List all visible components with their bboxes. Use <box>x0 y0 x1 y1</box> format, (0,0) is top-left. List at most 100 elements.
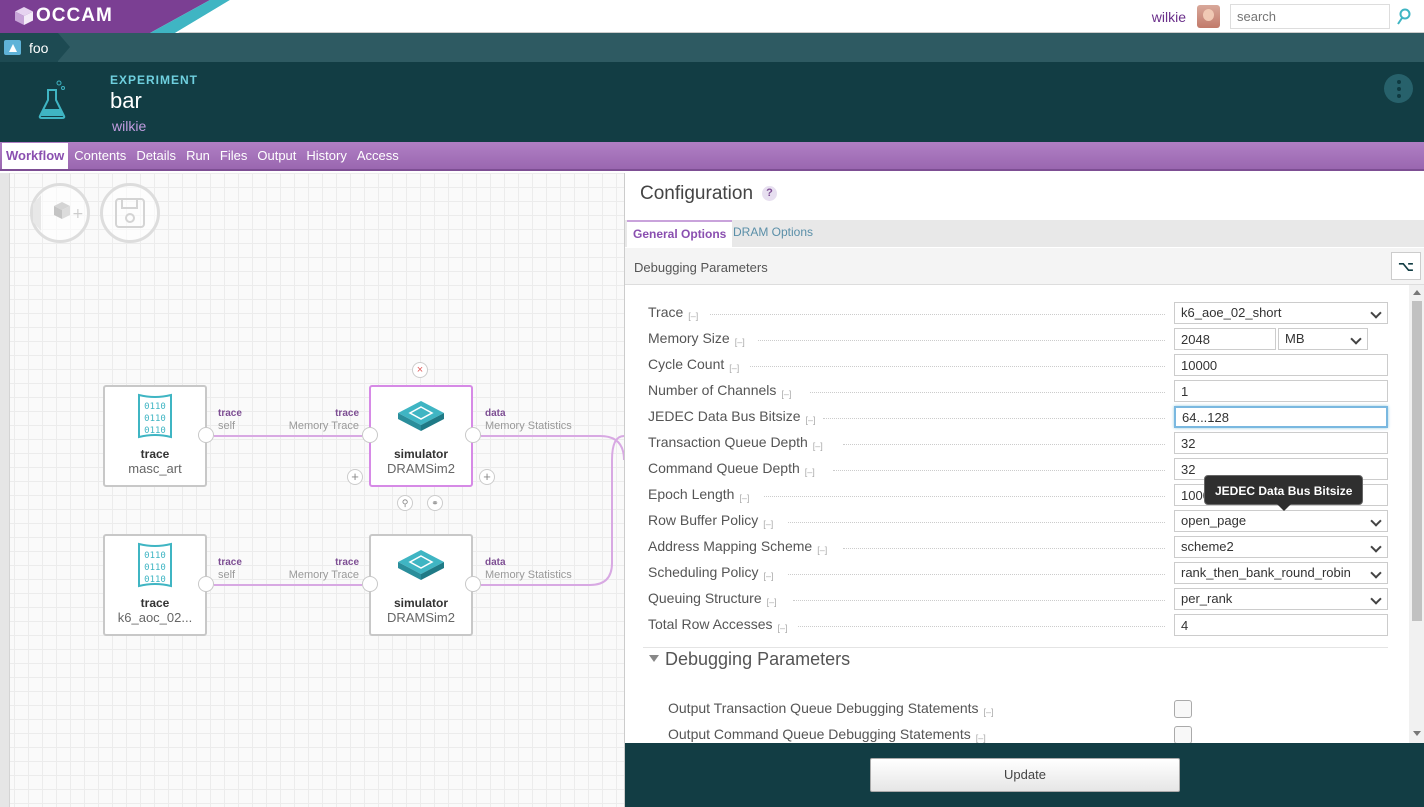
occam-logo[interactable]: OCCAM <box>14 5 113 27</box>
tab-run[interactable]: Run <box>186 147 210 163</box>
scroll-up-icon[interactable] <box>1413 290 1421 295</box>
scroll-thumb[interactable] <box>1412 301 1422 621</box>
subsection-title[interactable]: Debugging Parameters <box>665 649 851 669</box>
workflow-node-simulator[interactable]: simulator DRAMSim2 <box>369 534 473 636</box>
number-of-channels-input[interactable] <box>1174 380 1388 402</box>
workflow-node-trace[interactable]: 0110 0110 0110 trace k6_aoc_02... <box>103 534 207 636</box>
add-output-button[interactable]: + <box>479 469 495 485</box>
output-port[interactable] <box>198 576 214 592</box>
collapse-mini-toggle[interactable]: [–] <box>983 707 994 717</box>
node-name-label: masc_art <box>128 461 182 476</box>
collapse-mini-toggle[interactable]: [–] <box>781 389 792 399</box>
tab-dram-options[interactable]: DRAM Options <box>733 225 814 239</box>
tab-access[interactable]: Access <box>356 147 399 163</box>
tab-workflow[interactable]: Workflow <box>2 142 69 169</box>
page-title: bar <box>110 88 142 113</box>
leader-line <box>793 600 1165 601</box>
collapse-mini-toggle[interactable]: [–] <box>688 311 699 321</box>
collapse-mini-toggle[interactable]: [–] <box>805 415 816 425</box>
field-label: Total Row Accesses[–] <box>648 616 788 633</box>
memory-size-input[interactable] <box>1174 328 1276 350</box>
tab-output[interactable]: Output <box>257 147 297 163</box>
kebab-dot-icon <box>1396 86 1401 91</box>
top-bar: OCCAM wilkie <box>0 0 1424 33</box>
output-port[interactable] <box>465 427 481 443</box>
form-row-total-row-accesses: Total Row Accesses[–] <box>648 614 1388 636</box>
output-port[interactable] <box>465 576 481 592</box>
transaction-queue-depth-input[interactable] <box>1174 432 1388 454</box>
collapse-mini-toggle[interactable]: [–] <box>975 733 986 743</box>
configuration-title: Configuration <box>640 183 754 204</box>
output-transaction-queue-debugging-checkbox[interactable] <box>1174 700 1192 718</box>
expand-triangle-icon[interactable] <box>649 655 659 662</box>
collapse-mini-toggle[interactable]: [–] <box>766 597 777 607</box>
total-row-accesses-input[interactable] <box>1174 614 1388 636</box>
tab-general-options[interactable]: General Options <box>627 220 733 247</box>
node-type-label: simulator <box>393 447 448 461</box>
user-link[interactable]: wilkie <box>1151 9 1186 25</box>
tab-files[interactable]: Files <box>219 147 248 163</box>
svg-text:0110: 0110 <box>144 575 166 585</box>
input-port[interactable] <box>362 576 378 592</box>
collapse-mini-toggle[interactable]: [–] <box>763 571 774 581</box>
svg-text:0110: 0110 <box>144 426 166 436</box>
avatar[interactable] <box>1197 5 1220 28</box>
configuration-panel: Configuration ? General Options DRAM Opt… <box>624 173 1424 807</box>
scheduling-policy-select[interactable]: rank_then_bank_round_robin <box>1174 562 1388 584</box>
binary-file-icon: 0110 0110 0110 <box>138 542 172 588</box>
form-row-number-of-channels: Number of Channels[–] <box>648 380 1388 402</box>
field-label: Trace[–] <box>648 304 699 321</box>
form-row-scheduling-policy: Scheduling Policy[–] rank_then_bank_roun… <box>648 562 1388 584</box>
collapse-mini-toggle[interactable]: [–] <box>729 363 740 373</box>
save-button[interactable] <box>100 183 160 243</box>
object-owner-link[interactable]: wilkie <box>112 118 147 134</box>
workflow-node-trace[interactable]: 0110 0110 0110 trace masc_art <box>103 385 207 487</box>
search-input[interactable] <box>1230 4 1390 29</box>
collapse-mini-toggle[interactable]: [–] <box>812 441 823 451</box>
input-port[interactable] <box>362 427 378 443</box>
collapse-mini-toggle[interactable]: [–] <box>804 467 815 477</box>
breadcrumb[interactable]: foo <box>0 33 72 62</box>
workflow-wires <box>214 435 624 586</box>
binary-file-icon: 0110 0110 0110 <box>138 393 172 439</box>
add-input-button[interactable]: + <box>347 469 363 485</box>
trace-select[interactable]: k6_aoe_02_short <box>1174 302 1388 324</box>
cycle-count-input[interactable] <box>1174 354 1388 376</box>
flask-icon <box>38 80 66 119</box>
collapse-mini-toggle[interactable]: [–] <box>777 623 788 633</box>
workflow-node-simulator[interactable]: simulator DRAMSim2 <box>369 385 473 487</box>
memory-unit-select[interactable]: MB <box>1278 328 1368 350</box>
collapse-mini-toggle[interactable]: [–] <box>734 337 745 347</box>
collapse-toggle-button[interactable]: ⌥ <box>1391 252 1421 280</box>
more-options-button[interactable] <box>1384 74 1413 103</box>
output-port[interactable] <box>198 427 214 443</box>
search-icon[interactable] <box>1396 8 1412 26</box>
collapse-mini-toggle[interactable]: [–] <box>739 493 750 503</box>
output-command-queue-debugging-checkbox[interactable] <box>1174 726 1192 743</box>
chip-icon <box>398 401 444 431</box>
field-label: Row Buffer Policy[–] <box>648 512 774 529</box>
scroll-down-icon[interactable] <box>1413 731 1421 736</box>
leader-line <box>843 444 1165 445</box>
address-mapping-scheme-select[interactable]: scheme2 <box>1174 536 1388 558</box>
form-scrollbar[interactable] <box>1409 285 1424 743</box>
leader-line <box>764 496 1165 497</box>
collapse-mini-toggle[interactable]: [–] <box>817 545 828 555</box>
link-node-button[interactable]: ⚭ <box>427 495 443 511</box>
help-icon[interactable]: ? <box>762 186 777 201</box>
update-button[interactable]: Update <box>870 758 1180 792</box>
tab-history[interactable]: History <box>306 147 347 163</box>
search-node-button[interactable]: ⚲ <box>397 495 413 511</box>
queuing-structure-select[interactable]: per_rank <box>1174 588 1388 610</box>
add-object-button[interactable]: + <box>30 183 90 243</box>
remove-node-button[interactable]: × <box>412 362 428 378</box>
tab-details[interactable]: Details <box>136 147 177 163</box>
row-buffer-policy-select[interactable]: open_page <box>1174 510 1388 532</box>
tab-contents[interactable]: Contents <box>74 147 127 163</box>
form-row-output-command-queue-debugging: Output Command Queue Debugging Statement… <box>668 724 1388 743</box>
jedec-data-bus-bitsize-input[interactable] <box>1174 406 1388 428</box>
collapse-mini-toggle[interactable]: [–] <box>763 519 774 529</box>
